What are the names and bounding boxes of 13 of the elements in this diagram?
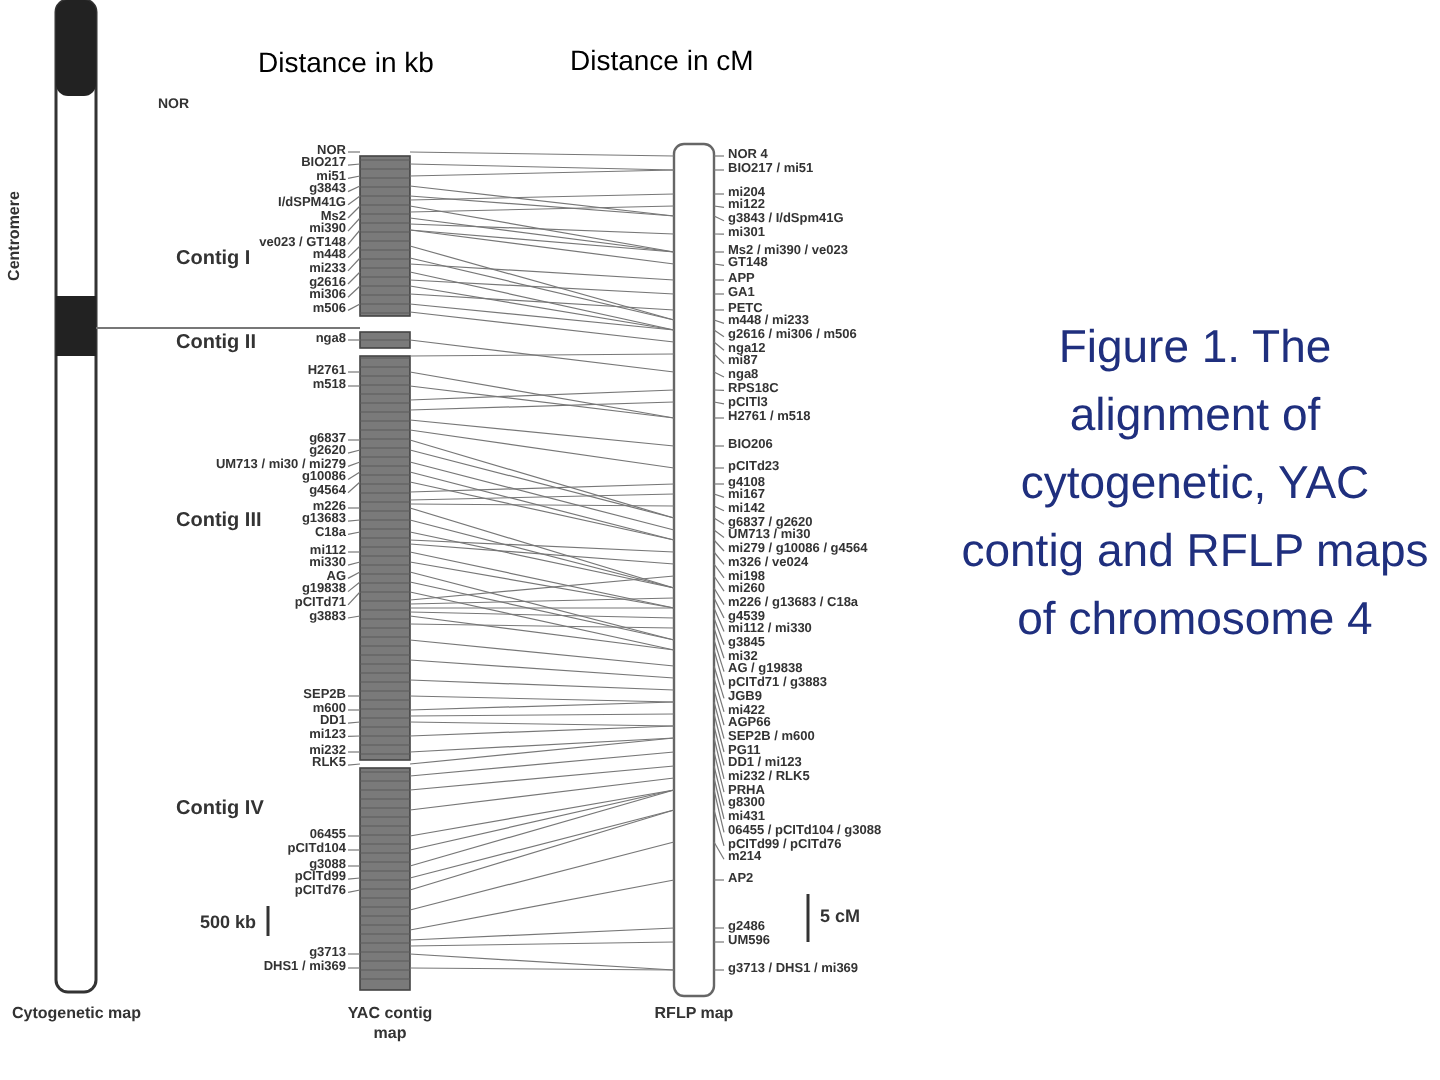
map-label: Cytogenetic map [12, 1004, 143, 1024]
map-label: RFLP map [652, 1004, 736, 1024]
column-heading: Distance in cM [570, 42, 754, 80]
figure-caption: Figure 1. The alignment of cytogenetic, YAC contig and RFLP maps of chromosome 4 [960, 318, 1430, 648]
map-label: YAC contig map [345, 1004, 435, 1044]
contig-label: Contig II [176, 330, 256, 358]
scale-label: 5 cM [820, 904, 861, 930]
contig-label: Contig IV [176, 796, 264, 824]
column-heading: Distance in kb [258, 44, 434, 82]
contig-label: Contig III [176, 508, 262, 536]
contig-label: Contig I [176, 246, 251, 274]
centromere-label: Centromere [2, 191, 25, 281]
scale-label: 500 kb [200, 910, 257, 936]
